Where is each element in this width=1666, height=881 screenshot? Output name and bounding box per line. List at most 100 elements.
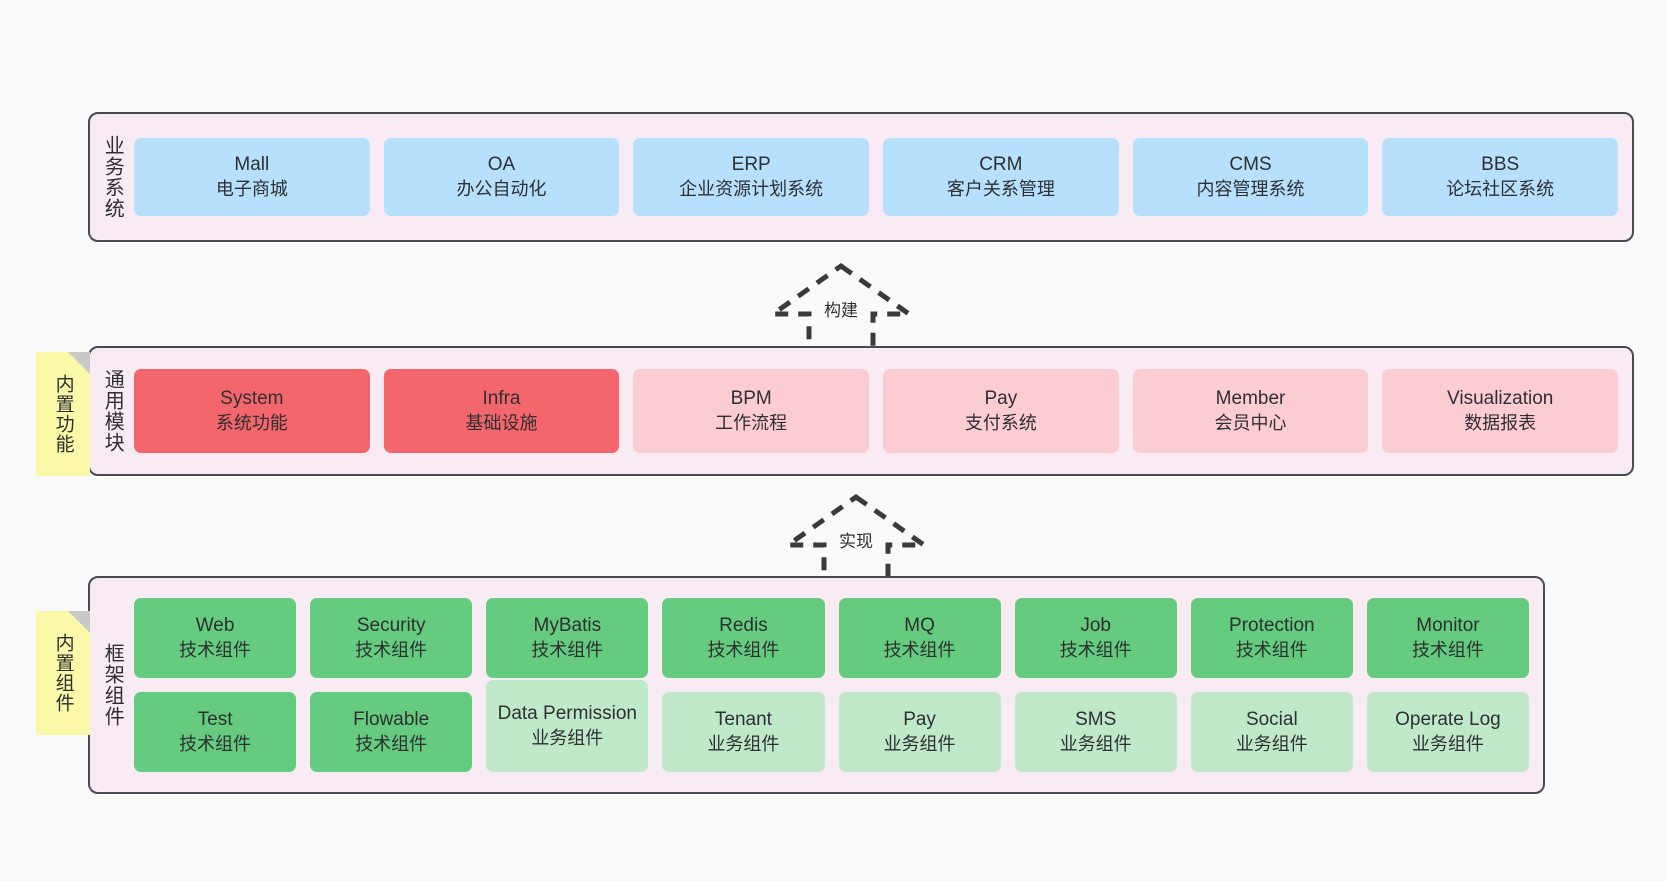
note-builtin-components: 内置组件	[36, 611, 90, 735]
note-fold-icon	[68, 611, 90, 633]
component-box-name: Monitor	[1416, 615, 1480, 637]
connector-build-label: 构建	[824, 301, 858, 320]
component-box-name: Operate Log	[1395, 709, 1501, 731]
component-box-desc: 支付系统	[964, 412, 1037, 433]
component-box-name: OA	[487, 154, 516, 176]
layer-framework-components-title: 框架组件	[101, 643, 124, 727]
note-builtin-features-label: 内置功能	[52, 374, 74, 454]
connector-implement-label: 实现	[839, 532, 873, 551]
component-box-name: Web	[195, 615, 235, 637]
component-box-desc: 基础设施	[465, 412, 538, 433]
component-box-name: Job	[1080, 615, 1111, 637]
component-box-name: BBS	[1481, 154, 1520, 176]
component-box-name: Protection	[1229, 615, 1315, 637]
component-box-desc: 技术组件	[531, 639, 604, 660]
component-box-name: CMS	[1229, 154, 1272, 176]
component-box-name: ERP	[731, 154, 771, 176]
component-box-name: Member	[1215, 388, 1286, 410]
component-box-desc: 技术组件	[883, 639, 956, 660]
component-box-desc: 电子商城	[215, 178, 288, 199]
layer-business-systems-title: 业务系统	[101, 135, 124, 219]
component-box-desc: 业务组件	[531, 727, 604, 748]
component-box-desc: 技术组件	[1411, 639, 1484, 660]
component-box-name: System	[220, 388, 284, 410]
component-box-desc: 技术组件	[355, 639, 428, 660]
component-box-name: Test	[197, 709, 233, 731]
component-box-desc: 技术组件	[355, 733, 428, 754]
component-box-desc: 业务组件	[1059, 733, 1132, 754]
component-box-desc: 技术组件	[1235, 639, 1308, 660]
component-box-desc: 技术组件	[179, 733, 252, 754]
component-box-name: Visualization	[1447, 388, 1554, 410]
component-box-desc: 工作流程	[715, 412, 788, 433]
component-box-desc: 技术组件	[179, 639, 252, 660]
note-builtin-components-label: 内置组件	[52, 633, 74, 713]
note-builtin-features: 内置功能	[36, 352, 90, 476]
component-box-desc: 论坛社区系统	[1446, 178, 1555, 199]
component-box-name: Redis	[719, 615, 768, 637]
component-box-desc: 系统功能	[215, 412, 288, 433]
component-box-name: Security	[356, 615, 426, 637]
component-box-desc: 数据报表	[1464, 412, 1537, 433]
component-box-name: Pay	[903, 709, 936, 731]
component-box-desc: 办公自动化	[456, 178, 547, 199]
component-box-name: Social	[1245, 709, 1298, 731]
component-box-desc: 业务组件	[1411, 733, 1484, 754]
component-box-name: CRM	[979, 154, 1023, 176]
connector-implement: 实现	[776, 493, 936, 584]
component-box-name: MyBatis	[533, 615, 602, 637]
layer-common-modules-title: 通用模块	[101, 369, 124, 453]
component-box-name: MQ	[904, 615, 935, 637]
note-fold-icon	[68, 352, 90, 374]
component-box-name: Data Permission	[497, 703, 637, 725]
component-box-name: Flowable	[353, 709, 430, 731]
component-box-name: Infra	[482, 388, 521, 410]
component-box-desc: 技术组件	[1059, 639, 1132, 660]
component-box-name: Mall	[234, 154, 270, 176]
component-box-name: SMS	[1075, 709, 1117, 731]
component-box-desc: 企业资源计划系统	[679, 178, 824, 199]
component-box-desc: 会员中心	[1214, 412, 1287, 433]
connector-build: 构建	[761, 262, 921, 353]
component-box-desc: 业务组件	[883, 733, 956, 754]
component-box-name: Tenant	[714, 709, 772, 731]
component-box-desc: 内容管理系统	[1196, 178, 1305, 199]
